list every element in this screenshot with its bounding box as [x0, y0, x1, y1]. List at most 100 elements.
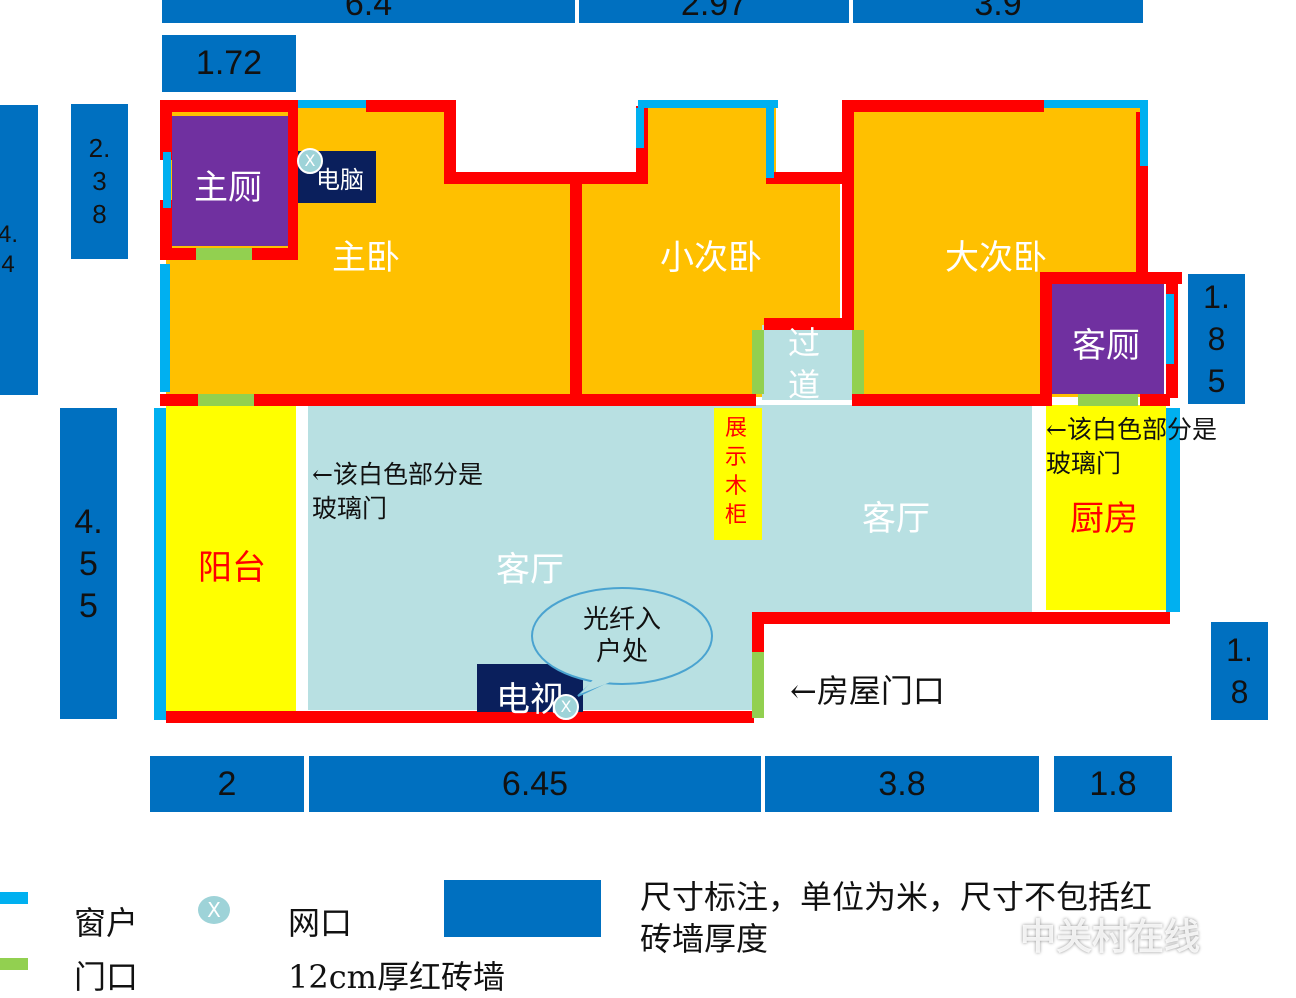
network-port-tv: X: [553, 694, 579, 720]
window-balcony: [154, 408, 166, 720]
legend-door-swatch: [0, 958, 28, 970]
wall-kitchen-bottom: [752, 612, 1170, 624]
dim-right-upper: 1. 8 5: [1188, 274, 1245, 404]
window-large-right: [1140, 106, 1148, 166]
fiber-callout: [531, 587, 713, 697]
dim-top-1: 6.4: [162, 0, 575, 23]
dim-top-small-label: 1.72: [195, 44, 263, 82]
wall-top-large-bedroom: [842, 100, 1044, 112]
small-bedroom-label: 小次卧: [660, 238, 762, 278]
dim-bottom-3-label: 3.8: [878, 764, 926, 803]
kitchen-label: 厨房: [1070, 499, 1138, 539]
wall-guest-bath-left: [1040, 272, 1052, 402]
window-guest-bath: [1166, 294, 1174, 364]
entrance-note: ←房屋门口: [790, 672, 945, 710]
dim-left-lower: 4. 5 5: [60, 408, 117, 719]
dim-right-upper-label: 1. 8 5: [1203, 279, 1230, 399]
window-bay-right: [766, 108, 774, 178]
dim-top-3-label: 3.9: [974, 0, 1022, 23]
glass-door-note-right: ←该白色部分是 玻璃门: [1046, 415, 1217, 478]
living-room-left-label: 客厅: [496, 550, 564, 590]
wall-master-bath-bottom-left: [160, 248, 200, 260]
wall-mid-left: [160, 394, 200, 406]
balcony-label: 阳台: [198, 548, 266, 588]
living-room-right-label: 客厅: [862, 499, 930, 539]
dim-left-small: 2. 3 8: [71, 104, 128, 259]
wall-lightwell-bottom: [444, 172, 644, 184]
dim-left-lower-label: 4. 5 5: [74, 502, 103, 625]
network-port-tv-symbol: X: [560, 697, 572, 716]
wall-top-master-bedroom: [366, 100, 454, 112]
master-bedroom-label: 主卧: [332, 238, 400, 278]
door-master-bath: [196, 248, 252, 260]
corridor-area: [762, 325, 854, 400]
legend-network-symbol: X: [207, 898, 221, 922]
entrance-notch: [758, 612, 1058, 722]
legend-door-label: 门口: [74, 958, 139, 996]
master-bath-area: [172, 116, 288, 246]
door-corridor-right: [852, 330, 864, 394]
wall-top-master-bath: [160, 100, 298, 112]
wall-master-bath-bottom-right: [250, 248, 298, 260]
corridor-label: 过 道: [788, 324, 821, 404]
guest-bath-area: [1052, 284, 1164, 394]
door-corridor-left: [752, 330, 764, 394]
tv-label: 电视: [496, 680, 564, 720]
dim-top-small: 1.72: [162, 35, 296, 92]
light-well-right: [776, 100, 844, 174]
dim-top-1-label: 6.4: [344, 0, 393, 23]
wall-mid-center: [252, 394, 756, 406]
master-bath-label: 主厕: [194, 168, 262, 208]
dim-bottom-1-label: 2: [217, 764, 237, 803]
master-bedroom-extension: [448, 178, 578, 397]
wall-mid-far-right: [1140, 394, 1170, 406]
dim-left-far-label: 4. 4: [0, 221, 18, 278]
wall-bottom: [166, 711, 754, 723]
dim-right-lower: 1. 8: [1211, 622, 1268, 720]
legend-network-label: 网口: [288, 904, 353, 942]
window-top-small: [638, 100, 778, 108]
door-balcony: [198, 394, 254, 406]
dim-bottom-2: 6.45: [309, 756, 761, 812]
guest-bath-label: 客厕: [1072, 326, 1140, 366]
window-top-master: [298, 100, 366, 108]
dim-top-3: 3.9: [853, 0, 1143, 23]
wall-lightwell-right-bottom: [766, 172, 852, 184]
wall-left-master-bath-top: [160, 100, 172, 160]
dim-bottom-1: 2: [150, 756, 304, 812]
light-well-left: [458, 100, 636, 174]
window-master-bedroom: [160, 264, 170, 392]
watermark: 中关村在线: [1020, 917, 1201, 958]
dim-top-2: 2.97: [579, 0, 849, 23]
wall-master-small-divider: [570, 178, 582, 400]
dim-right-lower-label: 1. 8: [1226, 632, 1253, 710]
legend-window-label: 窗户: [74, 904, 139, 942]
display-cabinet-area: [714, 408, 762, 540]
window-top-large: [1044, 100, 1148, 108]
dim-bottom-4: 1.8: [1054, 756, 1172, 812]
wall-mid-right: [852, 394, 1052, 406]
kitchen-area: [1046, 405, 1166, 610]
window-bay-left: [636, 108, 644, 148]
glass-door-note-left: ←该白色部分是 玻璃门: [312, 460, 483, 523]
window-kitchen: [1166, 408, 1180, 612]
dim-bottom-4-label: 1.8: [1089, 764, 1137, 803]
wall-lightwell-left: [444, 100, 456, 184]
legend-network-icon: X: [196, 894, 232, 926]
legend-dimension-note: 尺寸标注，单位为米，尺寸不包括红 砖墙厚度: [640, 878, 1153, 958]
large-bedroom-label: 大次卧: [945, 238, 1047, 278]
wall-top-guest-bath: [1040, 272, 1182, 284]
network-port-computer: X: [297, 148, 323, 174]
dim-top-2-label: 2.97: [680, 0, 748, 23]
dim-bottom-2-label: 6.45: [501, 764, 569, 803]
door-kitchen: [1078, 394, 1138, 406]
dim-left-far: 4. 4: [0, 105, 38, 395]
computer-label: 电脑: [316, 166, 364, 194]
window-master-bath: [163, 152, 171, 208]
balcony-area: [166, 405, 296, 712]
wall-small-large-divider: [842, 178, 854, 330]
legend-dimension-swatch: [444, 880, 601, 937]
dim-bottom-3: 3.8: [765, 756, 1039, 812]
dim-left-small-label: 2. 3 8: [88, 133, 111, 229]
wall-master-bath-right: [288, 100, 298, 258]
